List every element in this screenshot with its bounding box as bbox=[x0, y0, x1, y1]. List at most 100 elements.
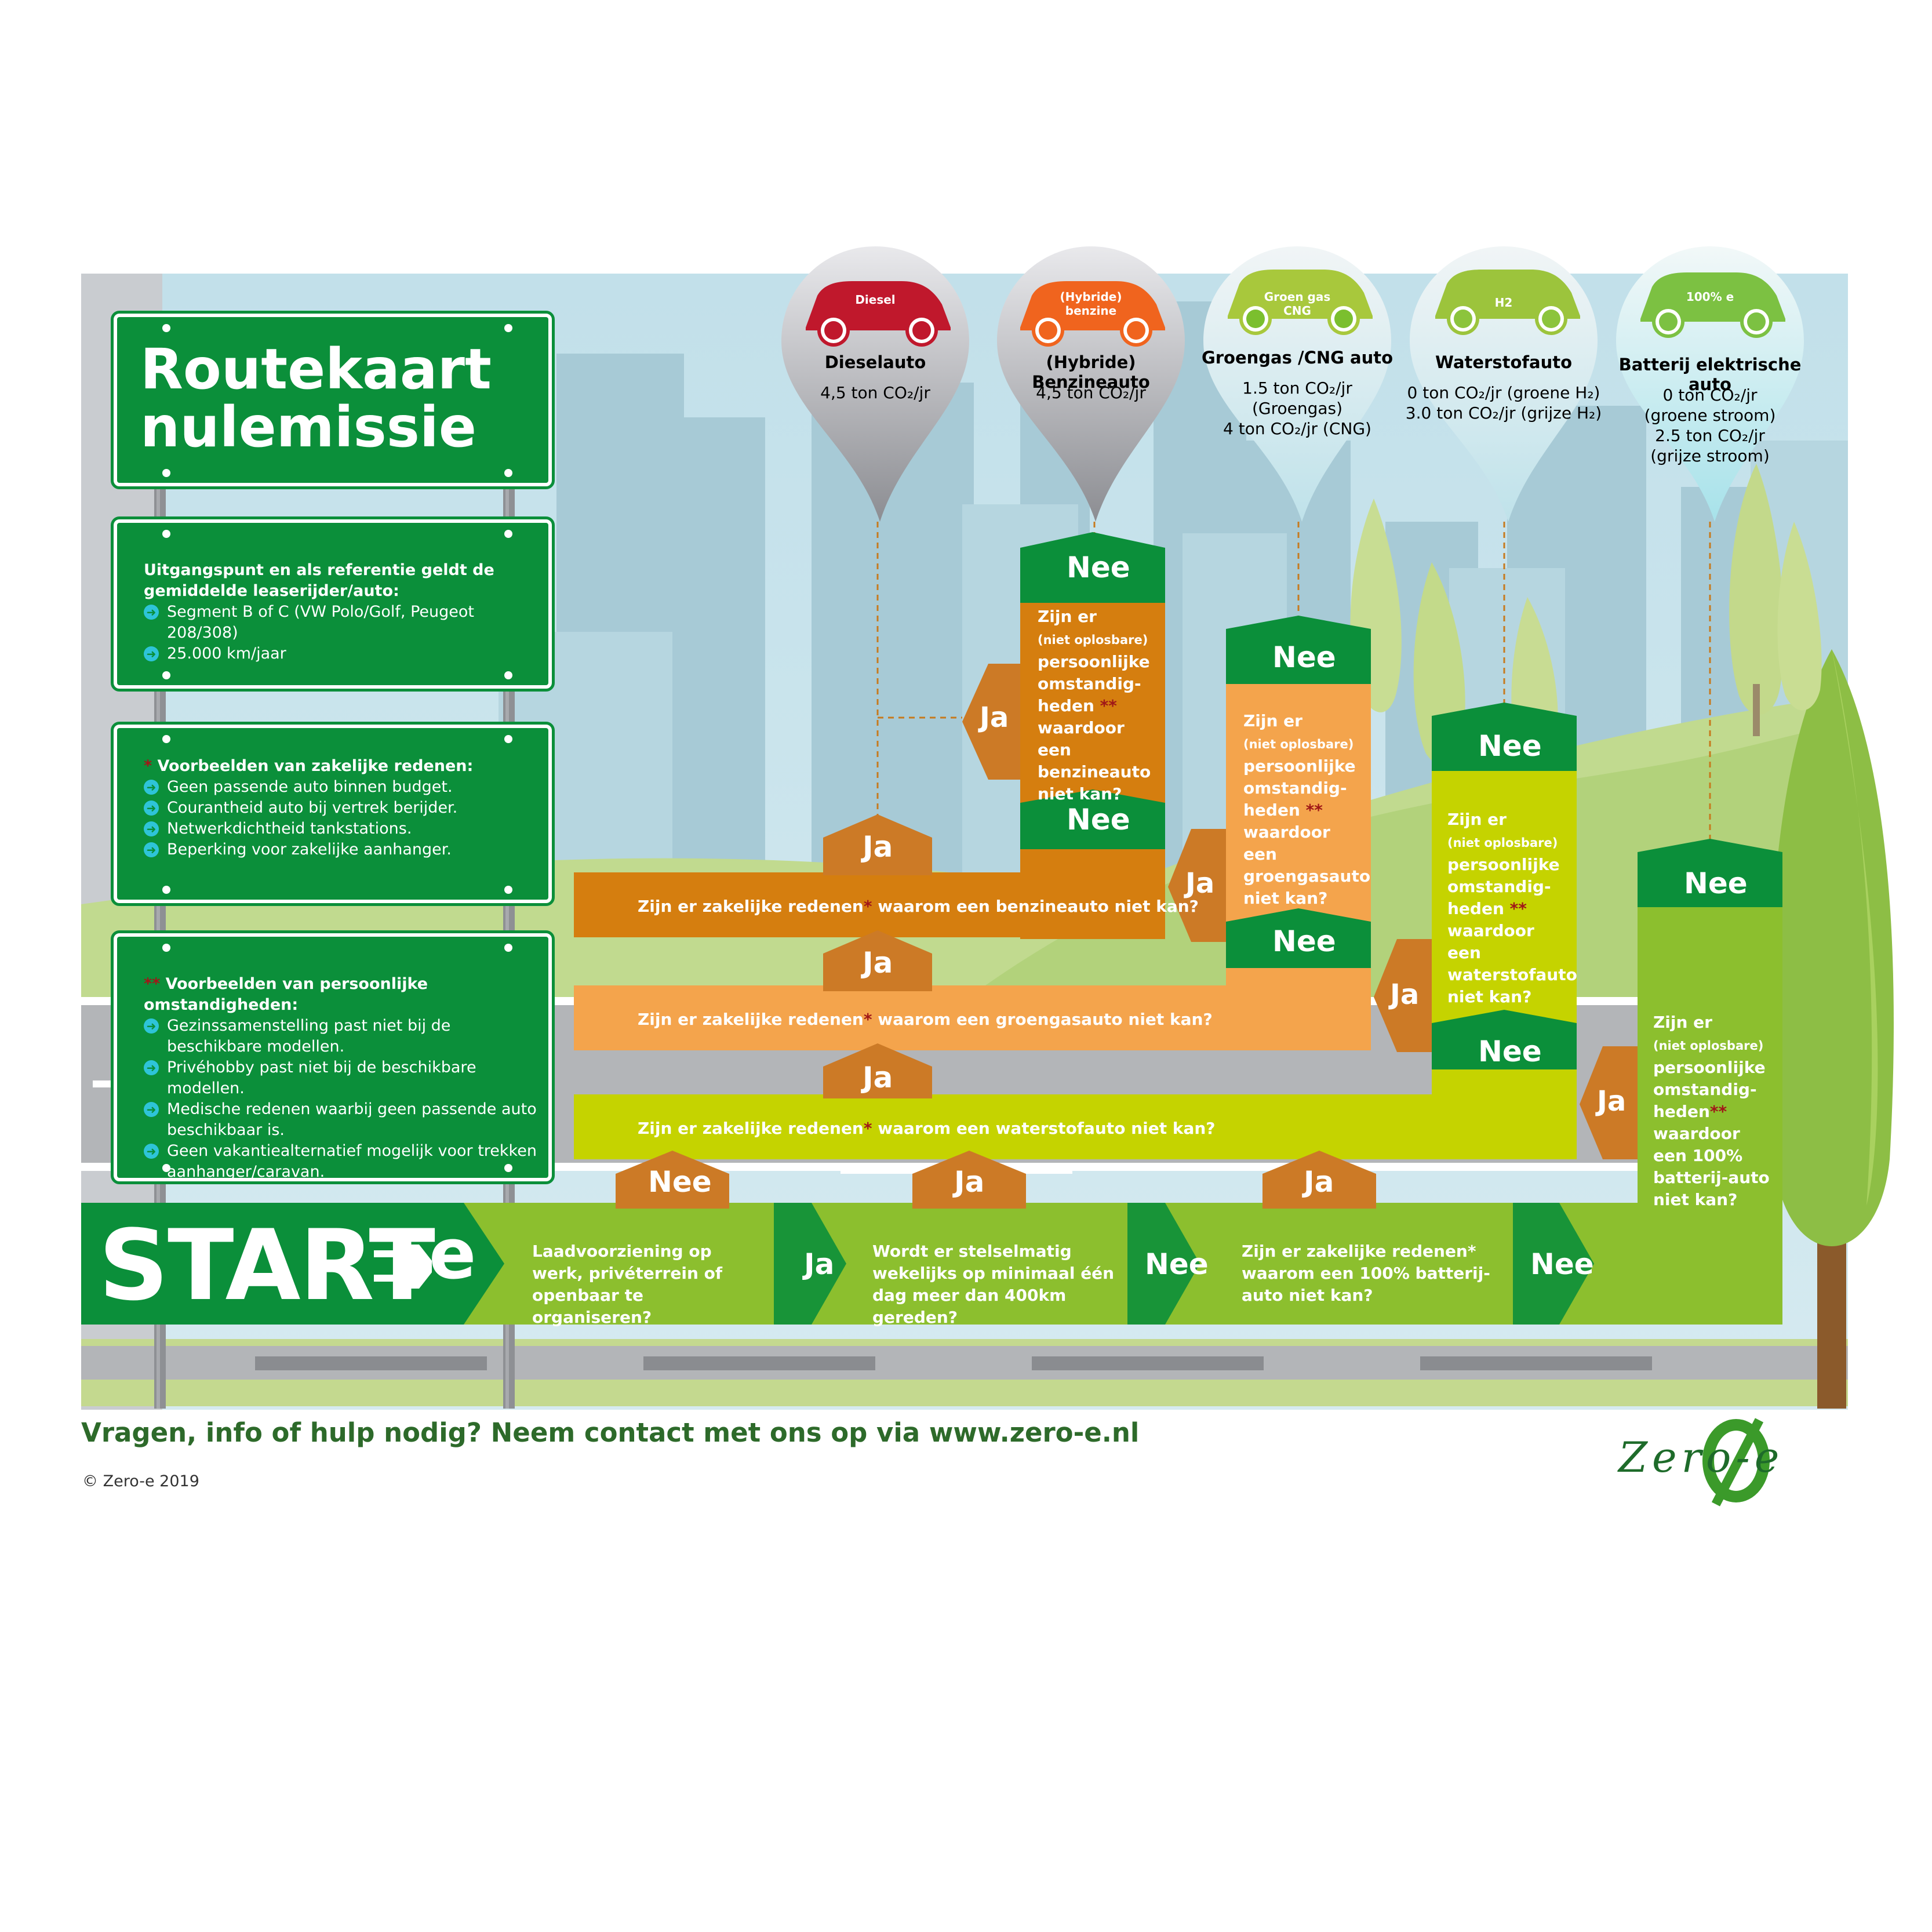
footer-copyright: © Zero-e 2019 bbox=[82, 1472, 199, 1490]
car-tag: Diesel bbox=[855, 293, 896, 307]
trees bbox=[1350, 464, 1894, 1409]
plug-e-letter: e bbox=[429, 1214, 476, 1295]
zero-e-logo bbox=[1702, 1418, 1770, 1507]
car-co2-line: 4,5 ton CO₂/jr bbox=[1036, 383, 1146, 402]
car-co2-line: (groene stroom) bbox=[1644, 406, 1776, 425]
car-bev-icon bbox=[1640, 272, 1785, 338]
car-tag: Groen gas CNG bbox=[1264, 290, 1331, 318]
business-item: ➜Netwerkdichtheid tankstations. bbox=[144, 818, 538, 839]
answer-ja-charging: Ja bbox=[804, 1247, 835, 1281]
car-tag: (Hybride) benzine bbox=[1060, 290, 1122, 318]
question-personal-petrol: Zijn er (niet oplosbare) persoonlijke om… bbox=[1038, 607, 1151, 803]
car-h2-icon bbox=[1435, 270, 1580, 335]
business-item: ➜ Geen passende auto binnen budget. bbox=[144, 777, 538, 798]
arrow-bullet-icon: ➜ bbox=[144, 1018, 159, 1034]
answer-ja-bev-personal: Ja bbox=[1597, 1085, 1627, 1118]
personal-item-text: Medische redenen waarbij geen passende a… bbox=[167, 1100, 537, 1139]
car-name: Dieselauto bbox=[824, 352, 926, 372]
car-co2-line: 2.5 ton CO₂/jr bbox=[1655, 426, 1765, 445]
car-co2-line: 1.5 ton CO₂/jr bbox=[1242, 379, 1352, 398]
answer-ja-business-bev: Ja bbox=[1304, 1165, 1334, 1199]
car-diesel-icon bbox=[806, 281, 951, 347]
column-petrol bbox=[1020, 603, 1165, 939]
answer-nee-distance: Nee bbox=[1145, 1247, 1209, 1281]
personal-item-text: Gezinssamenstelling past niet bij de bes… bbox=[167, 1017, 451, 1056]
title-line-2: nulemissie bbox=[140, 395, 476, 460]
row-cng bbox=[574, 985, 1371, 1050]
question-distance: Wordt er stelselmatig wekelijks op minim… bbox=[872, 1242, 1115, 1327]
personal-item: ➜ Privéhobby past niet bij de beschikbare… bbox=[144, 1057, 538, 1099]
start-label: START bbox=[99, 1209, 435, 1322]
car-name: Waterstofauto bbox=[1435, 352, 1573, 372]
arrow-bullet-icon: ➜ bbox=[144, 801, 159, 816]
car-name: (Hybride) Benzineauto bbox=[1032, 352, 1150, 392]
plug-icon bbox=[374, 1245, 432, 1289]
answer-ja-h2-personal: Ja bbox=[1390, 978, 1420, 1011]
answer-ja-cng-business: Ja bbox=[863, 946, 893, 980]
arrow-bullet-icon: ➜ bbox=[144, 821, 159, 836]
answer-ja-distance: Ja bbox=[954, 1165, 985, 1199]
car-name: Groengas /CNG auto bbox=[1201, 348, 1393, 368]
car-petrol-icon bbox=[1020, 281, 1165, 347]
car-co2-line: 3.0 ton CO₂/jr (grijze H₂) bbox=[1405, 403, 1602, 423]
car-cng-icon bbox=[1228, 270, 1373, 335]
personal-title: Voorbeelden van persoonlijke omstandighe… bbox=[144, 975, 428, 1014]
car-co2-line: (grijze stroom) bbox=[1650, 446, 1770, 465]
personal-item: ➜ Gezinssamenstelling past niet bij de be… bbox=[144, 1016, 538, 1057]
reference-title: Uitgangspunt en als referentie geldt de … bbox=[144, 561, 494, 600]
answer-nee-business-bev: Nee bbox=[1530, 1247, 1594, 1281]
business-item-text: Geen passende auto binnen budget. bbox=[167, 778, 453, 796]
dashed-connectors bbox=[876, 522, 1711, 852]
title-line-1: Routekaart bbox=[140, 337, 492, 402]
question-business-h2: Zijn er zakelijke redenen* waarom een wa… bbox=[638, 1119, 1216, 1138]
reference-item: ➜ Segment B of C (VW Polo/Golf, Peugeot 2… bbox=[144, 602, 526, 643]
personal-item: ➜ Geen vakantiealternatief mogelijk voor … bbox=[144, 1141, 538, 1183]
question-business-cng: Zijn er zakelijke redenen* waarom een gr… bbox=[638, 1010, 1213, 1029]
zero-e-logo-text: Zero-e bbox=[1618, 1433, 1784, 1482]
question-charging: Laadvoorziening op werk, privéterrein of… bbox=[532, 1242, 723, 1327]
question-business-petrol: Zijn er zakelijke redenen* waarom een be… bbox=[638, 897, 1199, 916]
car-tag: H2 bbox=[1494, 296, 1513, 310]
arrow-bullet-icon: ➜ bbox=[144, 1144, 159, 1159]
arrow-bullet-icon: ➜ bbox=[144, 646, 159, 661]
personal-item: ➜ Medische redenen waarbij geen passende … bbox=[144, 1099, 538, 1141]
personal-reasons-sign: ** Voorbeelden van persoonlijke omstandi… bbox=[111, 930, 555, 1184]
arrow-bullet-icon: ➜ bbox=[144, 842, 159, 857]
reference-item-text: 25.000 km/jaar bbox=[167, 645, 286, 663]
question-personal-cng: Zijn er (niet oplosbare) persoonlijke om… bbox=[1243, 711, 1371, 908]
row-h2 bbox=[574, 1094, 1577, 1159]
reference-sign: Uitgangspunt en als referentie geldt de … bbox=[111, 516, 555, 692]
personal-item-text: Geen vakantiealternatief mogelijk voor t… bbox=[167, 1142, 537, 1181]
answer-nee-petrol-bottom: Nee bbox=[1067, 803, 1130, 836]
personal-item-text: Privéhobby past niet bij de beschikbare … bbox=[167, 1058, 476, 1097]
question-personal-bev: Zijn er (niet oplosbare) persoonlijke om… bbox=[1653, 1013, 1770, 1209]
car-co2-line: 4 ton CO₂/jr (CNG) bbox=[1223, 419, 1371, 438]
title-sign: Routekaart nulemissie bbox=[111, 311, 555, 489]
answer-ja-h2-business: Ja bbox=[863, 1061, 893, 1094]
arrow-bullet-icon: ➜ bbox=[144, 605, 159, 620]
car-co2-line: (Groengas) bbox=[1251, 399, 1343, 418]
question-personal-h2: Zijn er (niet oplosbare) persoonlijke om… bbox=[1447, 810, 1577, 1006]
business-item: ➜ Courantheid auto bij vertrek berijder. bbox=[144, 798, 538, 818]
car-co2-line: 0 ton CO₂/jr bbox=[1662, 385, 1758, 405]
answer-nee-petrol-top: Nee bbox=[1067, 551, 1130, 584]
business-item-text: Beperking voor zakelijke aanhanger. bbox=[167, 841, 452, 858]
answer-nee-cng-bottom: Nee bbox=[1272, 925, 1336, 958]
reference-item-text: Segment B of C (VW Polo/Golf, Peugeot 20… bbox=[167, 603, 474, 642]
business-title: Voorbeelden van zakelijke redenen: bbox=[157, 757, 474, 775]
business-item-text: Courantheid auto bij vertrek berijder. bbox=[167, 799, 458, 817]
arrow-bullet-icon: ➜ bbox=[144, 780, 159, 795]
arrow-bullet-icon: ➜ bbox=[144, 1102, 159, 1117]
answer-ja-petrol-business: Ja bbox=[863, 830, 893, 864]
nee-caps bbox=[1020, 532, 1782, 1069]
arrow-bullet-icon: ➜ bbox=[144, 1060, 159, 1075]
answer-houses bbox=[616, 664, 1638, 1209]
car-name: Batterij elektrische auto bbox=[1618, 355, 1802, 394]
reference-item: ➜ 25.000 km/jaar bbox=[144, 643, 526, 664]
answer-nee-h2-top: Nee bbox=[1478, 729, 1542, 763]
business-marker: * bbox=[144, 757, 152, 775]
answer-nee-h2-bottom: Nee bbox=[1478, 1035, 1542, 1068]
answer-nee-charging: Nee bbox=[648, 1165, 712, 1199]
car-co2-line: 0 ton CO₂/jr (groene H₂) bbox=[1407, 383, 1600, 402]
